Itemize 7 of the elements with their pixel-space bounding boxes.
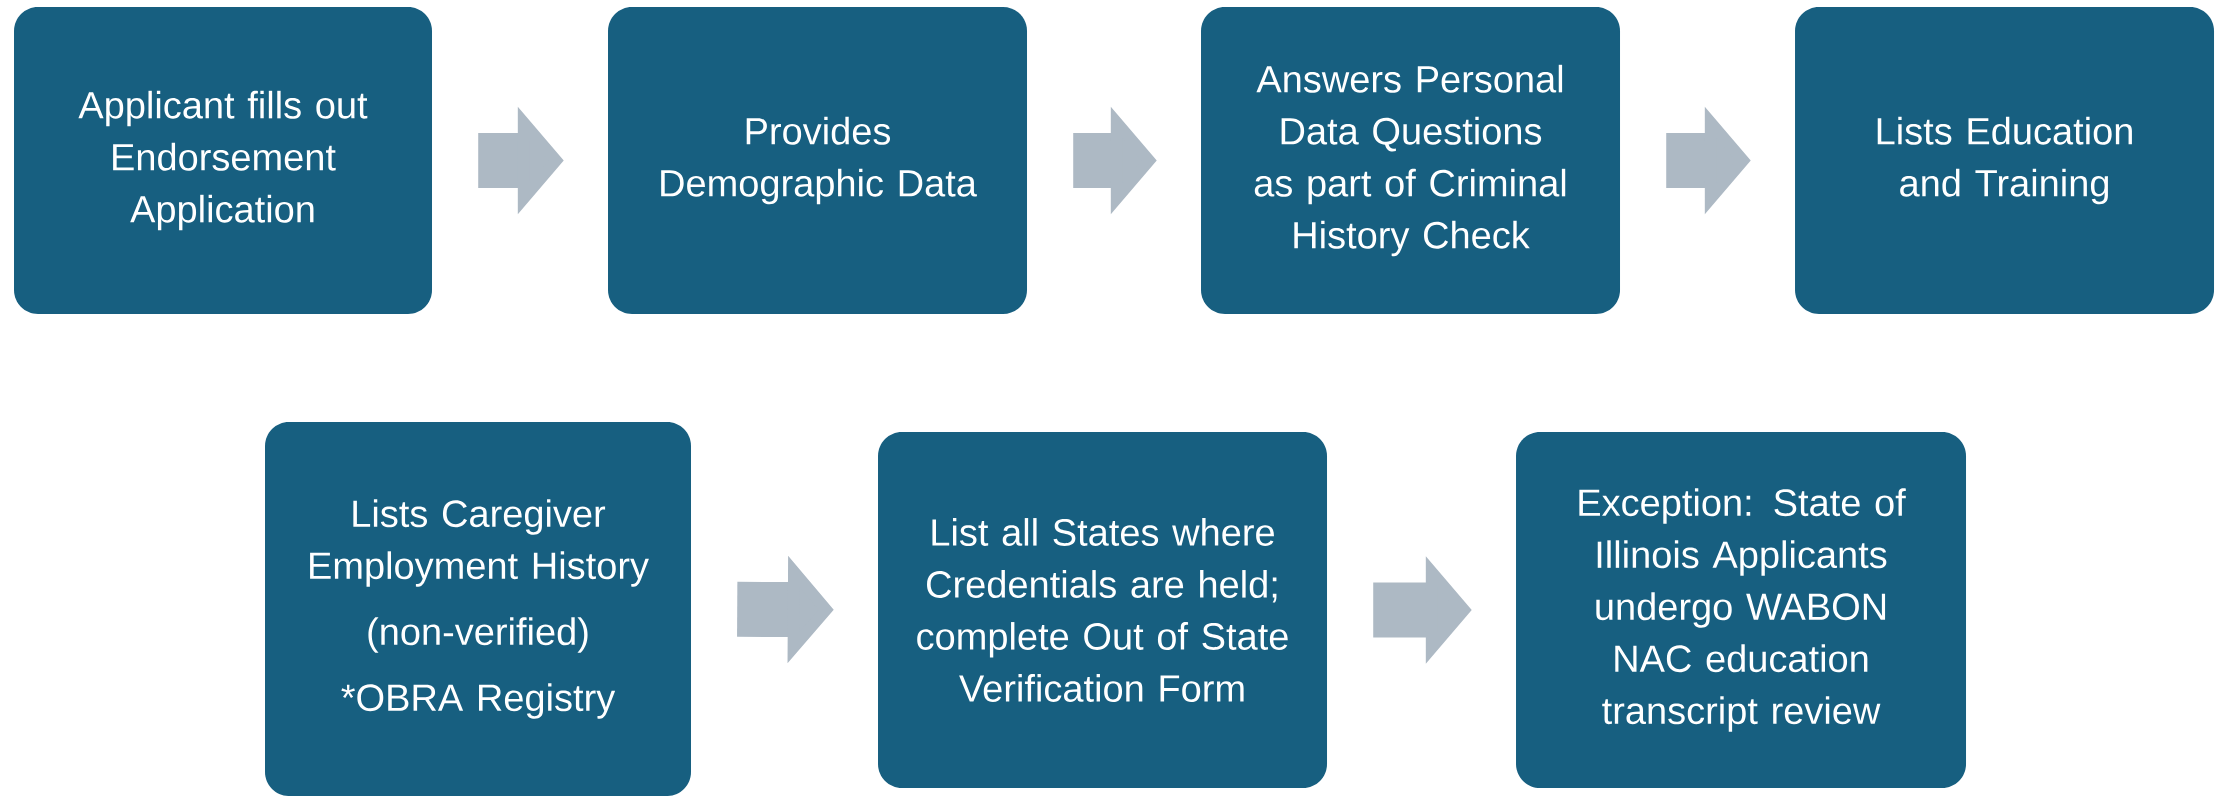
process-box: Applicant fills out Endorsement Application xyxy=(14,7,432,314)
process-box: Answers Personal Data Questions as part of Criminal History Check xyxy=(1201,7,1620,314)
process-box: Provides Demographic Data xyxy=(608,7,1027,314)
process-box: Lists Education and Training xyxy=(1795,7,2215,314)
process-box: List all States where Credentials are held; complete Out of State Verification Form xyxy=(878,432,1327,788)
process-box: Lists Caregiver Employment History (non-verified) *OBRA Registry xyxy=(265,422,691,796)
process-box: Exception: State of Illinois Applicants undergo WABON NAC education transcript review xyxy=(1516,432,1966,788)
